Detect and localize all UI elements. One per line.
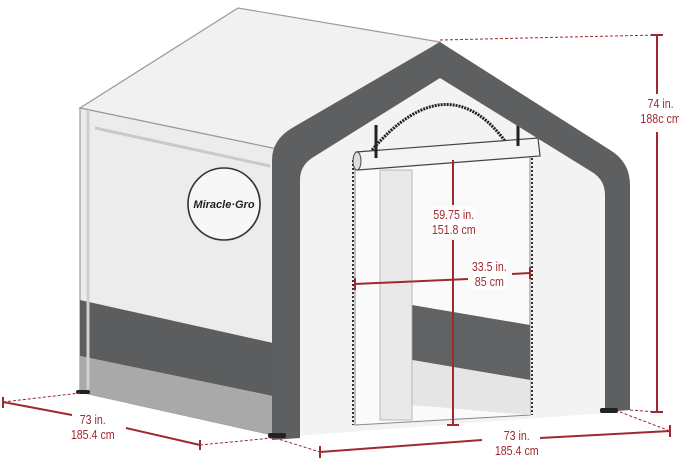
- dimension-lines: [2, 34, 671, 458]
- overall-height-label: 74 in. 188c cm: [640, 96, 679, 126]
- rolled-door: [352, 115, 541, 171]
- depth-label: 73 in. 185.4 cm: [71, 412, 115, 442]
- side-skirt: [80, 300, 282, 398]
- width-imperial: 73 in.: [503, 428, 530, 443]
- door-width-label: 33.5 in. 85 cm: [471, 259, 507, 289]
- door-height-metric: 151.8 cm: [431, 222, 476, 237]
- overall-height-imperial: 74 in.: [647, 96, 674, 111]
- door-height-label: 59.75 in. 151.8 cm: [431, 207, 476, 237]
- side-base: [80, 356, 282, 437]
- width-metric: 185.4 cm: [494, 443, 539, 458]
- door-height-imperial: 59.75 in.: [433, 207, 475, 222]
- depth-metric: 185.4 cm: [70, 427, 115, 442]
- miracle-gro-logo: Miracle·Gro: [187, 167, 261, 241]
- depth-imperial: 73 in.: [79, 412, 106, 427]
- door-width-metric: 85 cm: [474, 274, 504, 289]
- width-label: 73 in. 185.4 cm: [495, 428, 539, 458]
- overall-height-metric: 188c cm: [640, 111, 679, 126]
- back-wall-skirt: [412, 305, 530, 380]
- svg-text:Miracle·Gro: Miracle·Gro: [193, 199, 254, 211]
- door-width-imperial: 33.5 in.: [471, 259, 507, 274]
